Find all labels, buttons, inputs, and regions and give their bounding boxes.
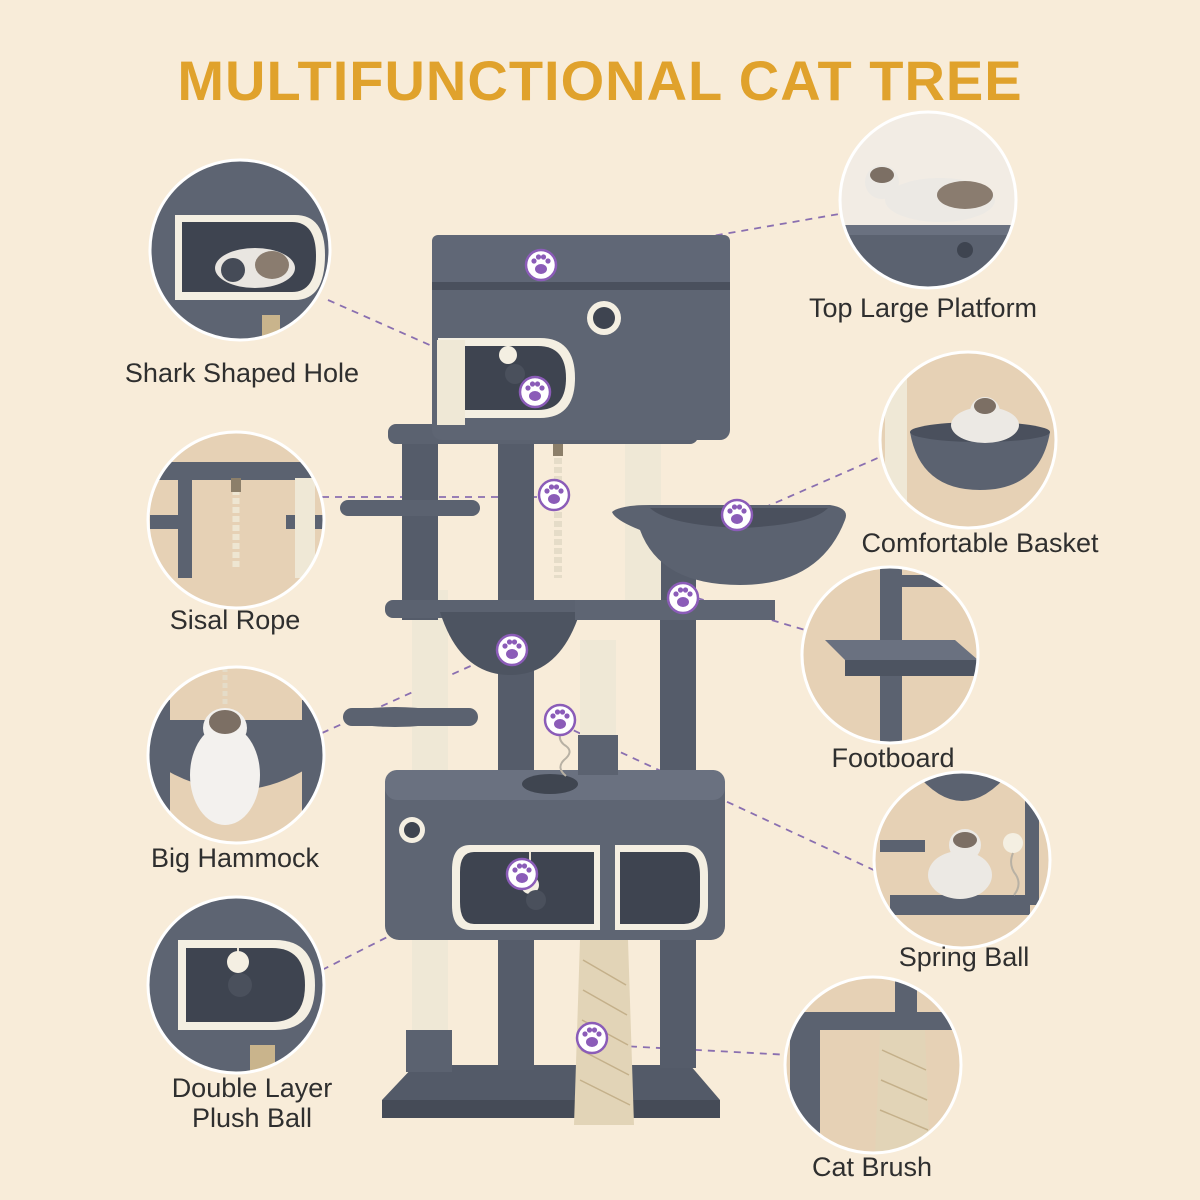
- cat-tree: [340, 235, 846, 1125]
- detail-plush-ball-photo: [146, 895, 326, 1075]
- detail-cat-brush-photo: [783, 975, 963, 1155]
- detail-top-platform-photo: [838, 110, 1018, 290]
- detail-sisal-rope-photo: [146, 430, 326, 610]
- label-line-2: Plush Ball: [191, 1103, 313, 1133]
- detail-big-hammock-photo: [146, 665, 326, 845]
- label-comfortable-basket: Comfortable Basket: [861, 528, 1099, 558]
- label-shark-shaped-hole: Shark Shaped Hole: [124, 358, 360, 388]
- label-spring-ball: Spring Ball: [898, 942, 1030, 972]
- detail-footboard-photo: [800, 565, 980, 745]
- detail-spring-ball-photo: [872, 770, 1052, 950]
- page-title: MULTIFUNCTIONAL CAT TREE: [177, 49, 1023, 112]
- detail-shark-hole-photo: [148, 158, 332, 342]
- detail-basket-photo: [878, 350, 1058, 530]
- label-big-hammock: Big Hammock: [150, 843, 320, 873]
- label-line-1: Double Layer: [171, 1073, 333, 1103]
- label-sisal-rope: Sisal Rope: [169, 605, 301, 635]
- label-cat-brush: Cat Brush: [811, 1152, 933, 1182]
- label-footboard: Footboard: [831, 743, 955, 773]
- label-double-layer-plush-ball: Double Layer Plush Ball: [92, 1073, 412, 1133]
- label-top-large-platform: Top Large Platform: [808, 293, 1038, 323]
